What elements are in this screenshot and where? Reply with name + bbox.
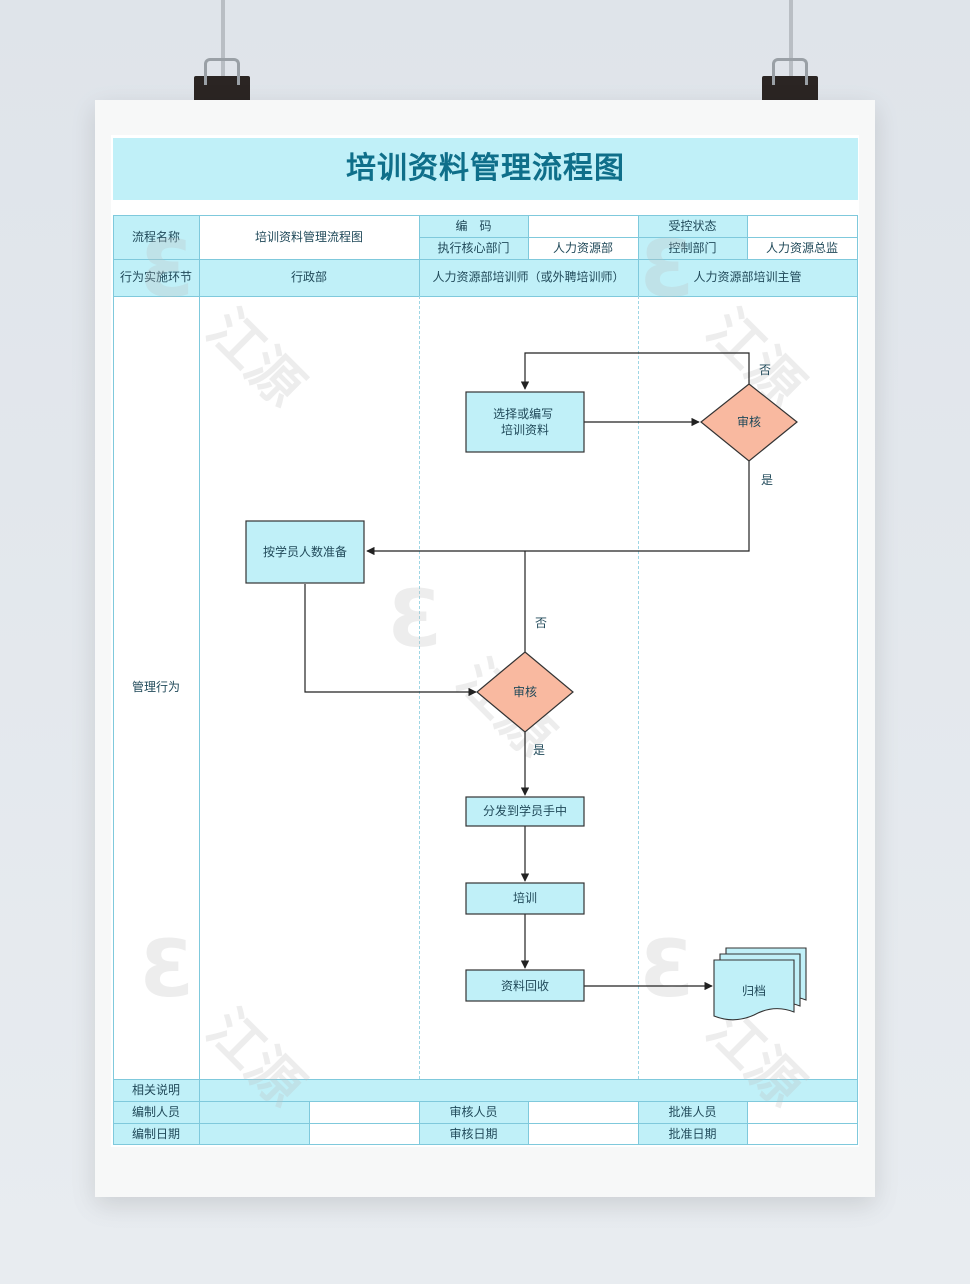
core-dept-label: 执行核心部门 — [437, 240, 510, 255]
management-action-label: 管理行为 — [131, 680, 180, 695]
table-line-notes-bottom — [113, 1101, 858, 1102]
process-distribute-label: 分发到学员手中 — [483, 803, 567, 818]
table-col-line-3-footer — [638, 1101, 639, 1145]
branch-label-no-mid: 否 — [535, 616, 547, 630]
decision-review-top-label: 审核 — [737, 414, 761, 429]
core-dept-label-bg — [419, 237, 528, 259]
decision-review-mid-label: 审核 — [513, 684, 537, 699]
table-col-line-1 — [199, 215, 200, 1145]
table-col-line-code — [528, 215, 529, 259]
table-border-bottom — [113, 1144, 858, 1145]
table-col-line-2-header — [419, 215, 420, 296]
process-train — [465, 882, 585, 915]
table-line-header-bottom — [113, 259, 858, 260]
branch-label-no-top: 否 — [759, 363, 771, 377]
control-dept-label: 控制部门 — [668, 240, 717, 255]
lane-divider-1 — [419, 296, 420, 1079]
document-archive — [713, 947, 807, 1021]
process-distribute — [465, 796, 585, 827]
table-col-line-code-footer — [528, 1101, 529, 1145]
process-name-value: 培训资料管理流程图 — [254, 230, 363, 245]
branch-label-yes-top: 是 — [761, 473, 773, 487]
decision-review-mid — [476, 651, 574, 733]
process-name-label-bg — [113, 216, 199, 259]
stage-row-bg — [113, 259, 858, 296]
process-name-label: 流程名称 — [131, 230, 180, 245]
table-col-line-2-footer — [419, 1101, 420, 1145]
connector-prepare-to-review — [304, 584, 477, 697]
prepared-by-label: 编制人员 — [131, 1104, 180, 1119]
table-col-line-status-footer — [747, 1101, 748, 1145]
process-recycle — [465, 969, 585, 1002]
control-status-label: 受控状态 — [668, 219, 717, 234]
process-select-write-label: 选择或编写 培训资料 — [493, 406, 557, 437]
table-line-stage-bottom — [113, 296, 858, 297]
lane-header-admin: 行政部 — [290, 270, 327, 285]
code-label: 编 码 — [455, 219, 492, 234]
lane-divider-2 — [638, 296, 639, 1079]
lane-header-trainer: 人力资源部培训师（或外聘培训师） — [432, 270, 625, 285]
approved-by-label-bg — [638, 1101, 747, 1123]
connector-review-top-yes — [366, 461, 750, 556]
control-dept-value: 人力资源总监 — [765, 240, 838, 255]
process-recycle-label: 资料回收 — [501, 979, 549, 993]
process-prepare-label: 按学员人数准备 — [263, 544, 347, 559]
lane-header-supervisor: 人力资源部培训主管 — [693, 270, 802, 285]
title-banner — [113, 138, 858, 200]
page-title: 培训资料管理流程图 — [346, 151, 625, 186]
table-border-right — [857, 215, 858, 1145]
prepared-date-label-bg — [113, 1123, 309, 1145]
control-dept-label-bg — [638, 237, 747, 259]
stage-label: 行为实施环节 — [119, 270, 192, 285]
reviewed-date-label: 审核日期 — [449, 1126, 498, 1141]
approved-by-label: 批准人员 — [668, 1104, 717, 1119]
approved-date-label-bg — [638, 1123, 747, 1145]
table-line-prepared-bottom — [113, 1123, 858, 1124]
table-line-body-bottom — [113, 1079, 858, 1080]
process-prepare — [245, 520, 365, 584]
prepared-date-label: 编制日期 — [131, 1126, 180, 1141]
reviewed-by-label: 审核人员 — [449, 1104, 498, 1119]
hanging-wire-left — [221, 0, 225, 80]
prepared-by-label-bg — [113, 1101, 309, 1123]
core-dept-value: 人力资源部 — [552, 240, 613, 255]
hanging-wire-right — [789, 0, 793, 80]
notes-value — [199, 1079, 857, 1101]
branch-label-yes-mid: 是 — [533, 743, 545, 757]
table-border-top — [113, 215, 858, 216]
table-col-line-prepared-footer — [309, 1101, 310, 1145]
reviewed-by-label-bg — [419, 1101, 528, 1123]
table-col-line-status — [747, 215, 748, 259]
process-train-label: 培训 — [513, 890, 537, 905]
code-label-bg — [419, 216, 528, 237]
table-col-line-3-header — [638, 215, 639, 296]
approved-date-label: 批准日期 — [668, 1126, 717, 1141]
notes-row-bg — [113, 1079, 858, 1101]
process-select-write — [465, 391, 585, 453]
control-status-label-bg — [638, 216, 747, 237]
notes-label: 相关说明 — [131, 1082, 180, 1097]
connector-review-top-no — [520, 352, 750, 390]
document-archive-label: 归档 — [742, 984, 766, 998]
table-border-left — [113, 215, 114, 1145]
decision-review-top — [700, 383, 798, 462]
reviewed-date-label-bg — [419, 1123, 528, 1145]
